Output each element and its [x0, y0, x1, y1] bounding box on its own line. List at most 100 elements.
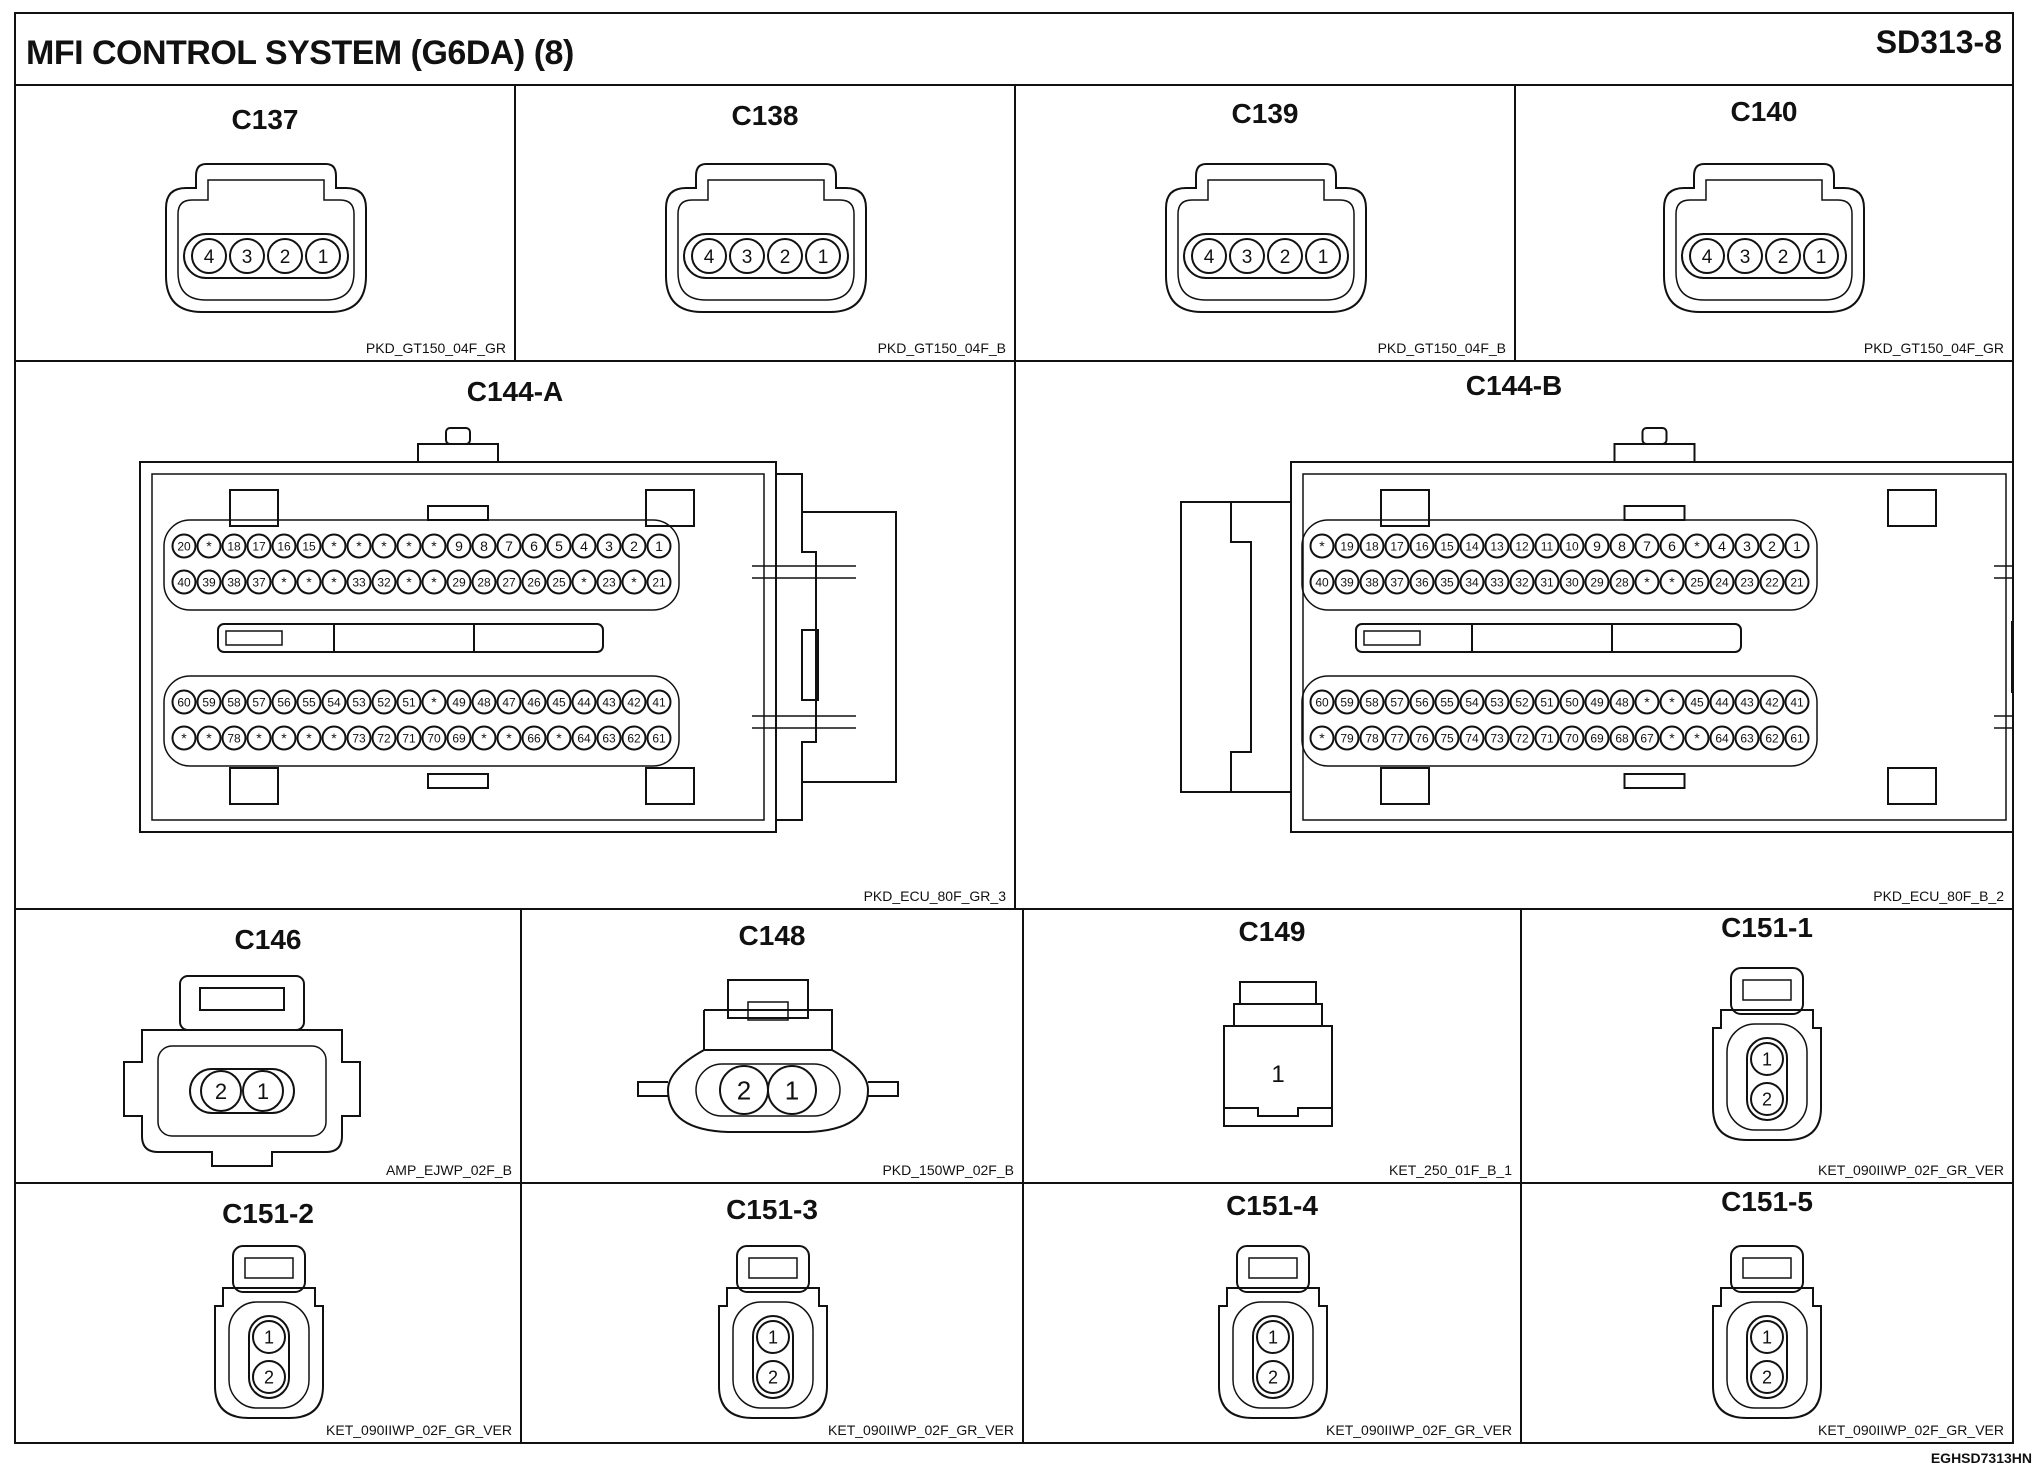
housing-outline: [645, 767, 695, 805]
pin-circle: [805, 238, 841, 274]
pin-circle: [1309, 689, 1335, 715]
pin-label: 59: [202, 695, 216, 709]
pin-circle: [1784, 689, 1810, 715]
pin-label: 73: [352, 731, 366, 745]
pin-circle: [1634, 569, 1660, 595]
unused-pin-label: *: [556, 730, 562, 746]
pin-label: 28: [477, 575, 491, 589]
pin-label: 61: [1790, 731, 1804, 745]
pin-circle: [267, 238, 303, 274]
pin-label: 2: [215, 1079, 227, 1104]
housing-outline: [666, 1049, 870, 1133]
housing-outline: [165, 163, 367, 313]
housing-outline: [637, 1081, 668, 1097]
cell-c149: C149 1 KET_250_01F_B_1: [1024, 910, 1522, 1184]
pin-circle: [1759, 533, 1785, 559]
pin-circle: [1409, 725, 1435, 751]
pin-circle: [546, 689, 572, 715]
housing-outline: [1301, 519, 1818, 611]
housing-outline: [1230, 502, 1252, 792]
pin-label: 9: [1593, 538, 1601, 554]
pin-label: 69: [452, 731, 466, 745]
connector-name: C146: [234, 924, 302, 955]
pin-circle: [1509, 725, 1535, 751]
pin-circle: [171, 725, 197, 751]
unused-pin-label: *: [1669, 574, 1675, 590]
connector-c151-3-drawing: 12: [718, 1245, 828, 1419]
pin-label: 1: [257, 1079, 269, 1104]
housing-outline: [665, 163, 867, 313]
pin-circle: [1509, 569, 1535, 595]
pin-circle: [1359, 569, 1385, 595]
pin-label: 46: [527, 695, 541, 709]
pin-label: 26: [527, 575, 541, 589]
pin-circle: [1534, 725, 1560, 751]
housing-outline: [752, 1315, 794, 1399]
pin-label: 1: [785, 1075, 799, 1105]
housing-outline: [229, 767, 279, 805]
pin-label: 56: [277, 695, 291, 709]
pin-label: 64: [1715, 731, 1729, 745]
pin-circle: [471, 689, 497, 715]
connector-c151-2-drawing: 12: [214, 1245, 324, 1419]
unused-pin-label: *: [206, 538, 212, 554]
housing-outline: [1623, 773, 1686, 789]
unused-pin-label: *: [256, 730, 262, 746]
pin-label: 4: [580, 538, 588, 554]
unused-pin-label: *: [356, 538, 362, 554]
pin-label: 2: [1762, 1089, 1772, 1109]
pin-circle: [1759, 689, 1785, 715]
pin-label: 52: [1515, 695, 1529, 709]
pin-circle: [421, 533, 447, 559]
pin-label: 57: [1390, 695, 1404, 709]
pin-label: 51: [402, 695, 416, 709]
pin-label: 78: [227, 731, 241, 745]
pin-label: 4: [1718, 538, 1726, 554]
housing-outline: [1236, 1245, 1310, 1293]
pin-circle: [496, 533, 522, 559]
housing-outline: [183, 233, 349, 279]
pin-label: 1: [655, 538, 663, 554]
pin-circle: [546, 533, 572, 559]
housing-outline: [427, 505, 489, 521]
pin-circle: [271, 533, 297, 559]
pin-circle: [1709, 725, 1735, 751]
housing-outline: [695, 1063, 841, 1117]
pin-circle: [646, 689, 672, 715]
unused-pin-label: *: [306, 730, 312, 746]
pin-label: 55: [302, 695, 316, 709]
pin-circle: [1784, 725, 1810, 751]
pin-circle: [396, 689, 422, 715]
unused-pin-label: *: [181, 730, 187, 746]
pin-label: 47: [502, 695, 516, 709]
pin-circle: [1659, 689, 1685, 715]
sheet-title: MFI CONTROL SYSTEM (G6DA) (8): [26, 34, 574, 72]
pin-circle: [1803, 238, 1839, 274]
pin-circle: [1559, 569, 1585, 595]
pin-label: 2: [1762, 1367, 1772, 1387]
pin-label: 72: [377, 731, 391, 745]
pin-circle: [446, 533, 472, 559]
pin-label: 60: [1315, 695, 1329, 709]
pin-label: 3: [742, 247, 753, 268]
connector-code: KET_090IIWP_02F_GR_VER: [1818, 1162, 2004, 1178]
housing-outline: [1746, 1037, 1788, 1121]
pin-circle: [1334, 533, 1360, 559]
pin-label: 1: [1268, 1327, 1278, 1347]
pin-circle: [571, 689, 597, 715]
housing-outline: [163, 519, 680, 611]
pin-label: 3: [1743, 538, 1751, 554]
pin-circle: [1459, 533, 1485, 559]
pin-label: 24: [1715, 575, 1729, 589]
pin-circle: [246, 569, 272, 595]
pin-circle: [421, 689, 447, 715]
pin-circle: [305, 238, 341, 274]
pin-circle: [596, 569, 622, 595]
pin-circle: [729, 238, 765, 274]
pin-label: 58: [1365, 695, 1379, 709]
connector-code: AMP_EJWP_02F_B: [385, 1162, 512, 1178]
